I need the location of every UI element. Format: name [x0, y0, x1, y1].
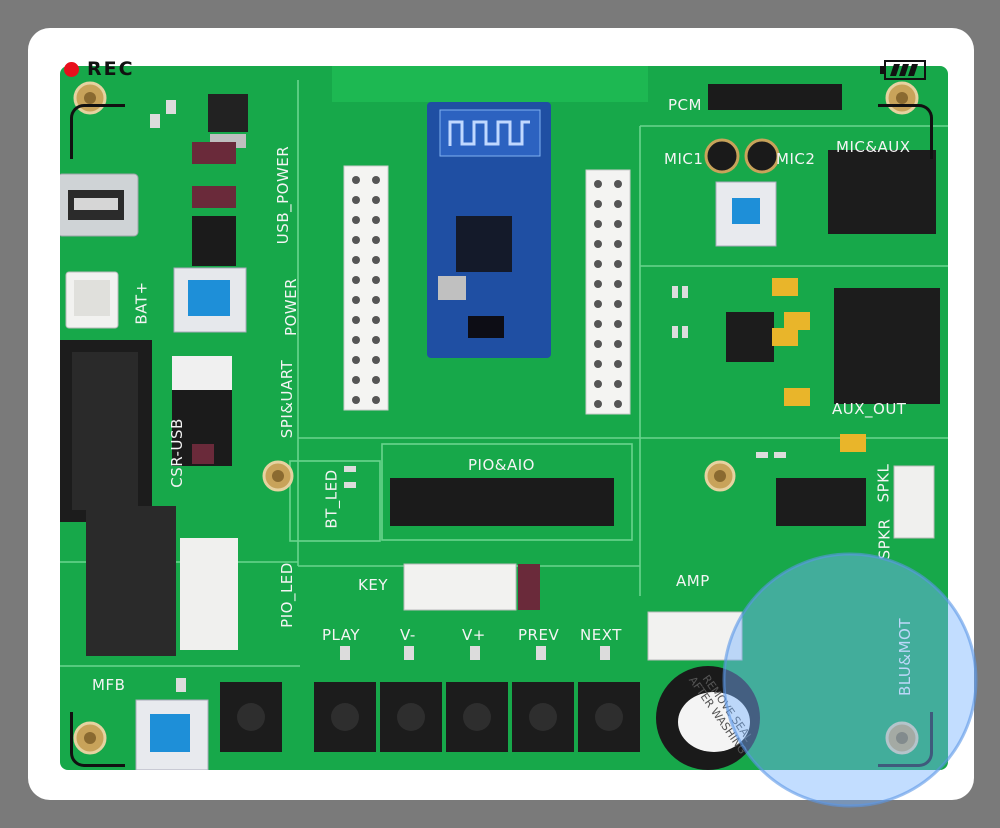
label-mfb: MFB [92, 676, 126, 694]
label-key: KEY [358, 576, 388, 594]
label-play: PLAY [322, 626, 361, 644]
corner-bracket [878, 712, 933, 767]
mic1 [704, 138, 740, 174]
right-pin-header [585, 169, 631, 415]
label-vminus: V- [400, 626, 416, 644]
jumper-block-power [192, 142, 236, 266]
antenna-keepout [332, 66, 648, 102]
label-mic1: MIC1 [664, 150, 704, 168]
label-amp: AMP [676, 572, 710, 590]
label-blu-mot: BLU&MOT [896, 618, 914, 696]
mic-aux-jack [828, 150, 936, 234]
label-spkl: SPKL [874, 463, 893, 503]
label-bt-led: BT_LED [322, 469, 341, 529]
label-pio-aio: PIO&AIO [468, 456, 535, 474]
pcb-board [60, 66, 948, 770]
label-aux-out: AUX_OUT [832, 400, 907, 418]
label-spkr: SPKR [875, 518, 894, 560]
label-mic2: MIC2 [776, 150, 816, 168]
csr-usb-header [60, 340, 152, 522]
battery-icon [880, 60, 926, 80]
corner-bracket [878, 104, 933, 159]
rec-indicator: REC [64, 58, 135, 80]
label-next: NEXT [580, 626, 622, 644]
label-pio-led: PIO_LED [277, 562, 296, 628]
amp-chip [776, 478, 866, 526]
label-pcm: PCM [668, 96, 702, 114]
record-dot-icon [64, 61, 79, 77]
mic2 [744, 138, 780, 174]
pcm-header [708, 84, 842, 110]
power-switch [173, 267, 247, 333]
tact-buttons [220, 682, 640, 752]
label-usb-power: USB_POWER [274, 145, 293, 245]
regulator [208, 94, 248, 132]
label-power: POWER [282, 277, 301, 337]
label-vplus: V+ [462, 626, 486, 644]
aux-out-jack [834, 288, 940, 404]
left-pin-header [343, 165, 389, 411]
pio-aio-header [390, 478, 614, 526]
corner-bracket [70, 712, 125, 767]
rec-label: REC [87, 58, 135, 80]
label-spi-uart: SPI&UART [278, 359, 297, 439]
label-prev: PREV [518, 626, 560, 644]
corner-bracket [70, 104, 125, 159]
usb-connector [60, 173, 139, 237]
label-bat: BAT+ [132, 281, 151, 325]
bluetooth-module [427, 102, 551, 358]
label-csr-usb: CSR-USB [167, 418, 186, 488]
